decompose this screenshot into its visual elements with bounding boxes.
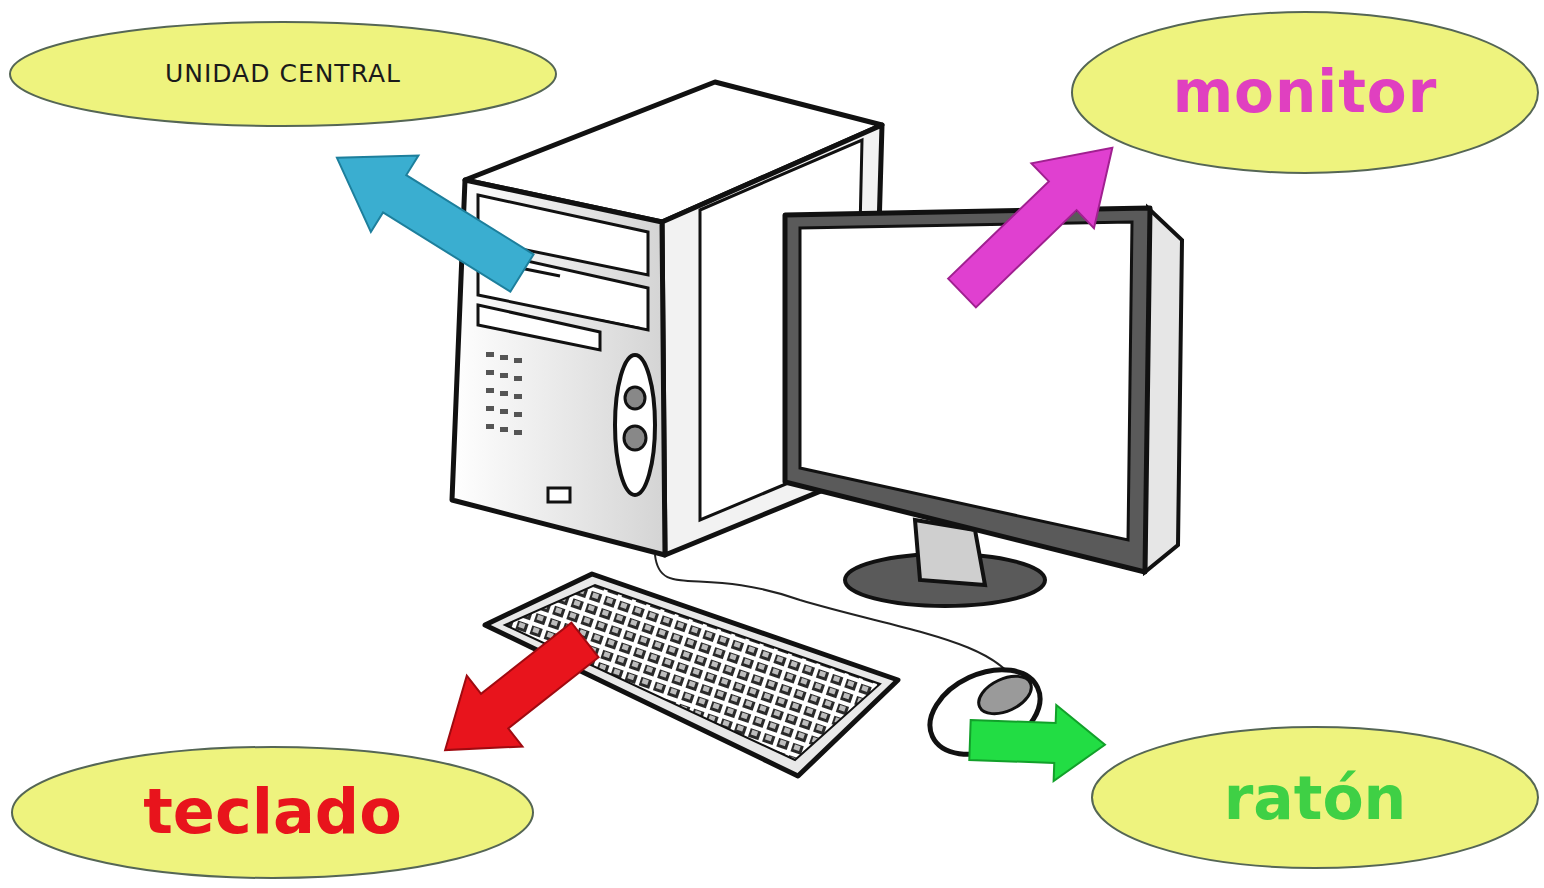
drive-slot [520,268,560,276]
label-ellipse: ratón [1090,725,1540,870]
pointer-arrow [313,120,546,312]
pointer-arrow [969,702,1107,783]
label-ellipse: monitor [1070,10,1540,175]
reset-button [624,426,646,450]
part-label: UNIDAD CENTRAL [165,60,401,88]
pointer-arrow [931,115,1144,325]
usb-port [548,488,570,502]
part-label: ratón [1224,765,1407,831]
mouse-buttons [973,669,1037,722]
tower-vents [486,352,522,435]
part-label: teclado [143,778,402,846]
pointer-arrow [417,605,613,786]
ellipse-shape [1072,12,1538,173]
drive-slot [600,320,640,328]
power-panel [615,355,655,495]
ellipse-shape [1092,727,1538,868]
part-label: monitor [1173,61,1438,125]
ellipse-shape [10,22,556,126]
label-ellipse: teclado [10,745,535,880]
label-ellipse: UNIDAD CENTRAL [8,20,558,128]
floppy-slot [478,305,600,350]
power-button [625,387,645,409]
ellipse-shape [12,747,533,878]
